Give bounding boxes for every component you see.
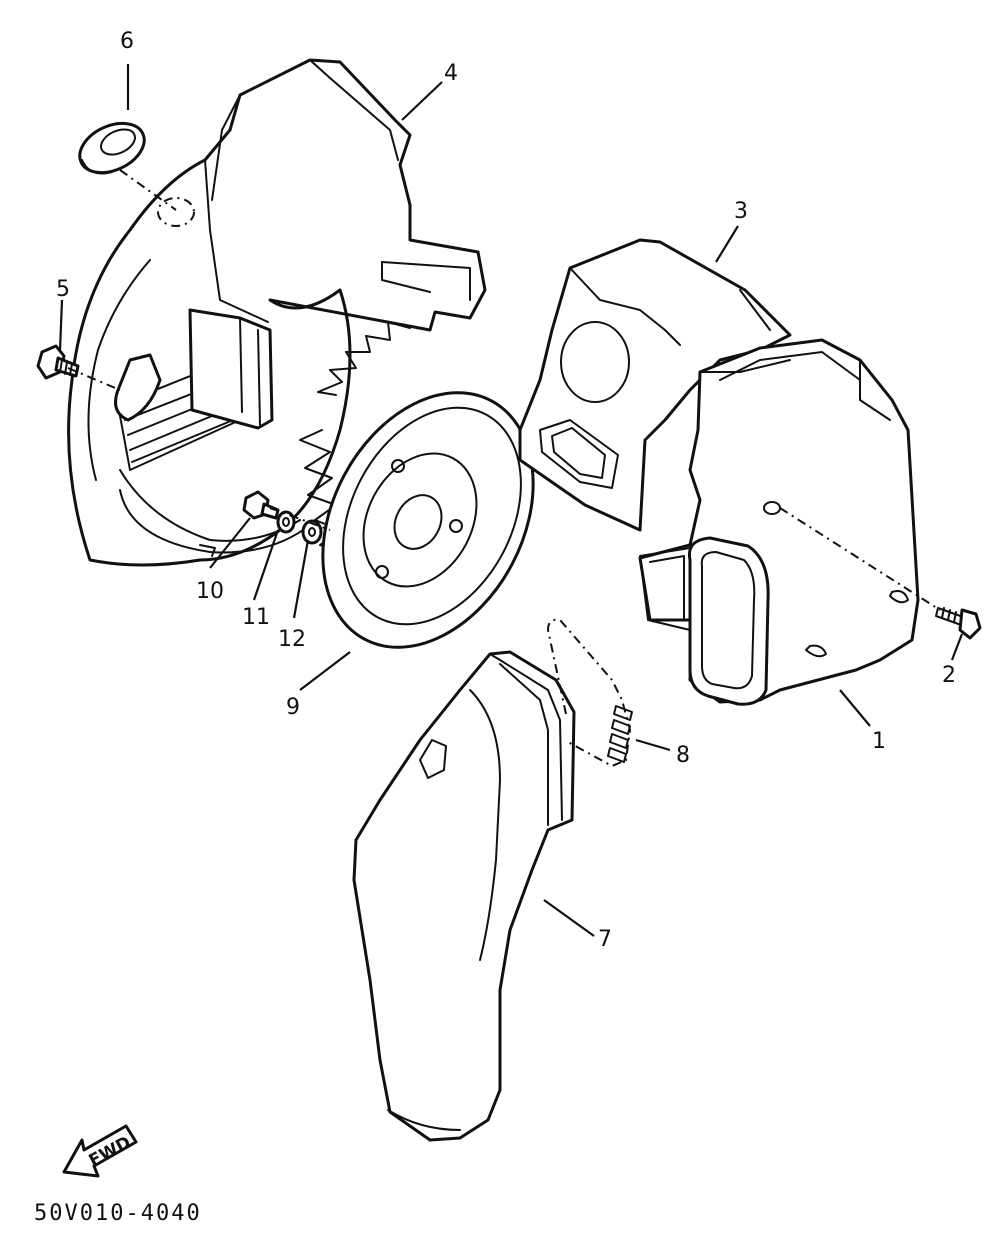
callout-1: 1 [872, 729, 886, 754]
air-shroud-cover [638, 338, 920, 706]
callout-8: 8 [676, 743, 690, 768]
screw-2 [935, 607, 982, 640]
clamp-wire [546, 618, 633, 768]
callout-5: 5 [56, 277, 70, 302]
bolt-10 [242, 490, 280, 520]
callout-2: 2 [942, 663, 956, 688]
cooling-fan [299, 321, 535, 649]
fwd-arrow-icon: FWD [62, 1124, 138, 1178]
grommet-part [78, 121, 146, 175]
callout-9: 9 [286, 695, 300, 720]
callout-11: 11 [242, 605, 270, 630]
washer-12 [301, 519, 323, 545]
callout-4: 4 [444, 61, 458, 86]
callout-labels: 6 4 3 5 10 11 12 9 2 1 8 7 [56, 29, 956, 952]
washer-11 [276, 510, 296, 534]
callout-7: 7 [598, 927, 612, 952]
intake-duct [352, 650, 576, 1142]
bolt-5 [36, 344, 80, 380]
assembly-lines [67, 169, 941, 611]
leader-lines [58, 64, 964, 937]
fan-shroud-housing [67, 58, 487, 567]
callout-3: 3 [734, 199, 748, 224]
callout-10: 10 [196, 579, 224, 604]
drawing-code: 50V010-4040 [34, 1201, 202, 1226]
callout-6: 6 [120, 29, 134, 54]
air-guide-plate [518, 238, 792, 532]
callout-12: 12 [278, 627, 306, 652]
